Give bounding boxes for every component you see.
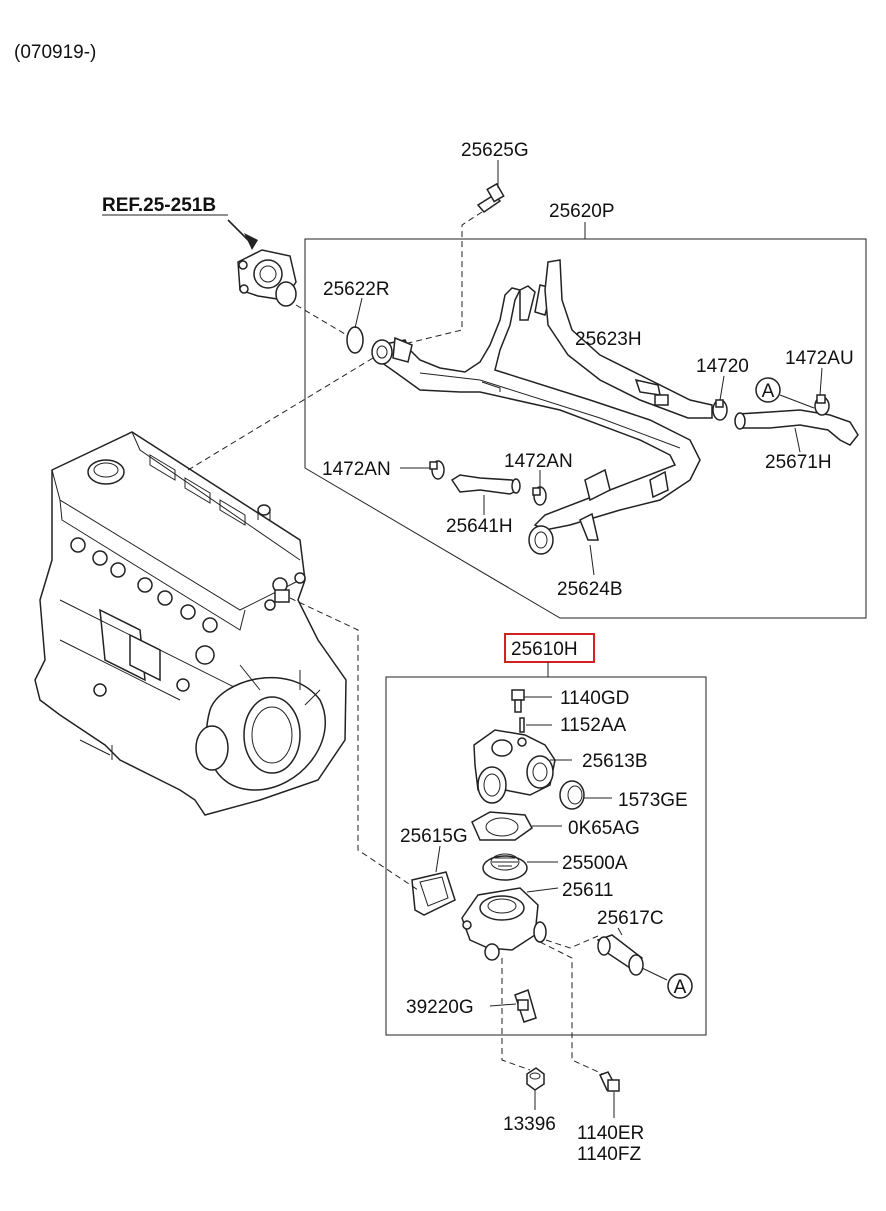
engine-block-illustration xyxy=(34,431,347,816)
pipe-25617C xyxy=(596,934,644,976)
upper-assembly-box xyxy=(304,238,867,619)
hose-25671H xyxy=(734,409,859,446)
bolt-1140ER xyxy=(598,1071,620,1092)
label-1140ER: 1140ER xyxy=(577,1123,644,1144)
nut-13396 xyxy=(526,1067,545,1091)
label-25610H: 25610H xyxy=(511,639,578,660)
ref-housing-part xyxy=(237,249,297,307)
label-25624B: 25624B xyxy=(557,579,623,600)
label-1140FZ: 1140FZ xyxy=(577,1144,641,1165)
label-39220G: 39220G xyxy=(406,997,474,1018)
clamp-14720 xyxy=(712,399,728,421)
clamp-1472AN-right xyxy=(532,486,547,506)
highlight-box-25610H xyxy=(504,633,595,663)
thermostat-25500A xyxy=(482,853,528,881)
label-1472AN-left: 1472AN xyxy=(322,459,391,480)
lower-assembly-box xyxy=(385,676,707,1036)
callout-a-lower xyxy=(667,973,693,999)
label-25617C: 25617C xyxy=(597,908,664,929)
label-1573GE: 1573GE xyxy=(618,790,688,811)
label-25622R: 25622R xyxy=(323,279,390,300)
label-25620P: 25620P xyxy=(549,201,615,222)
metal-pipe-25620P xyxy=(371,284,701,555)
o-ring-25622R xyxy=(346,326,364,354)
label-25615G: 25615G xyxy=(400,826,468,847)
label-25613B: 25613B xyxy=(582,751,648,772)
label-0K65AG: 0K65AG xyxy=(568,818,640,839)
seal-1573GE xyxy=(559,780,585,810)
clamp-1472AN-left xyxy=(429,460,445,480)
label-1152AA: 1152AA xyxy=(560,715,627,736)
ref-label: REF.25-251B xyxy=(102,195,216,216)
hose-25623H xyxy=(544,259,713,419)
bolt-1140GD xyxy=(511,689,525,713)
clamp-1472AU xyxy=(814,394,830,416)
gasket-0K65AG xyxy=(471,811,533,841)
revision-label: (070919-) xyxy=(14,42,96,63)
pin-1152AA xyxy=(519,717,525,733)
label-25671H: 25671H xyxy=(765,452,832,473)
label-1140GD: 1140GD xyxy=(560,688,629,709)
housing-25611 xyxy=(461,887,547,961)
callout-a-lower-label: A xyxy=(674,977,687,998)
label-13396: 13396 xyxy=(503,1114,556,1135)
label-25625G: 25625G xyxy=(461,140,529,161)
callout-a-upper-label: A xyxy=(762,381,775,402)
label-14720: 14720 xyxy=(696,356,749,377)
label-1472AN-right: 1472AN xyxy=(504,451,573,472)
gasket-25615G xyxy=(411,871,456,916)
label-25611: 25611 xyxy=(562,880,613,901)
callout-a-upper xyxy=(755,377,781,403)
label-25500A: 25500A xyxy=(562,853,628,874)
housing-25613B xyxy=(473,729,556,804)
label-25641H: 25641H xyxy=(446,516,513,537)
label-25623H: 25623H xyxy=(575,329,642,350)
label-1472AU: 1472AU xyxy=(785,348,854,369)
sensor-39220G xyxy=(514,989,537,1023)
bolt-25625G xyxy=(476,182,505,213)
hose-25641H xyxy=(450,474,521,495)
